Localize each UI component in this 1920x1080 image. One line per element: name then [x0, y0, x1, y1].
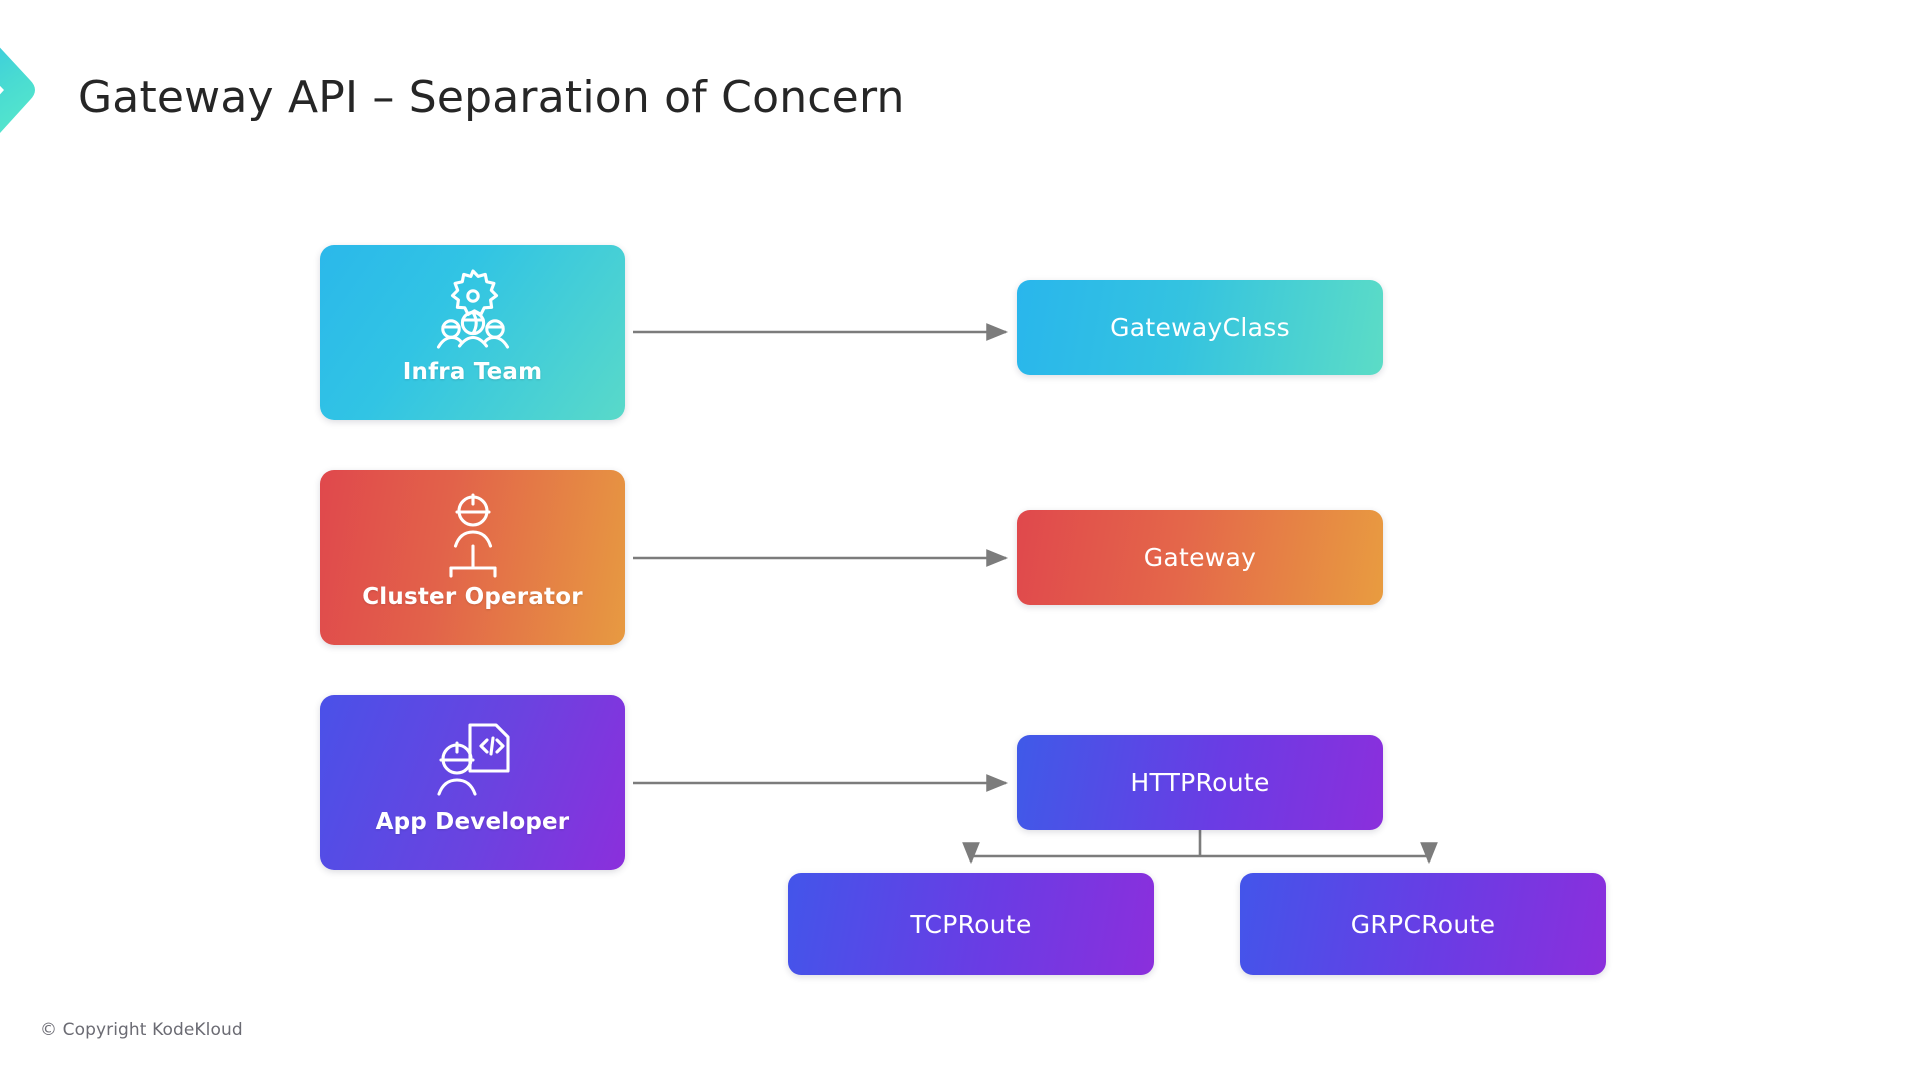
resource-box-tcproute[interactable]: TCPRoute: [788, 873, 1154, 975]
resource-label-tcproute: TCPRoute: [910, 909, 1032, 939]
resource-box-httproute[interactable]: HTTPRoute: [1017, 735, 1383, 830]
resource-label-httproute: HTTPRoute: [1130, 768, 1270, 797]
gear-with-team-icon: [436, 269, 509, 349]
role-card-app-developer[interactable]: App Developer: [320, 695, 625, 870]
resource-box-gateway[interactable]: Gateway: [1017, 510, 1383, 605]
footer-copyright: © Copyright KodeKloud: [40, 1020, 243, 1040]
role-card-infra-team[interactable]: Infra Team: [320, 245, 625, 420]
role-label-infra-team: Infra Team: [402, 359, 543, 385]
resource-box-grpcroute[interactable]: GRPCRoute: [1240, 873, 1606, 975]
resource-label-gateway: Gateway: [1143, 543, 1257, 572]
worker-with-cluster-icon: [448, 493, 497, 578]
kodekloud-logo: [0, 18, 58, 163]
resource-box-gatewayclass[interactable]: GatewayClass: [1017, 280, 1383, 375]
page-title: Gateway API – Separation of Concern: [78, 72, 905, 123]
role-label-cluster-operator: Cluster Operator: [362, 584, 583, 610]
role-label-app-developer: App Developer: [375, 809, 570, 835]
chevron-right-logo-icon: [0, 47, 35, 133]
resource-label-grpcroute: GRPCRoute: [1350, 909, 1496, 939]
resource-label-gatewayclass: GatewayClass: [1110, 313, 1290, 342]
worker-with-code-file-icon: [436, 723, 510, 796]
role-card-cluster-operator[interactable]: Cluster Operator: [320, 470, 625, 645]
